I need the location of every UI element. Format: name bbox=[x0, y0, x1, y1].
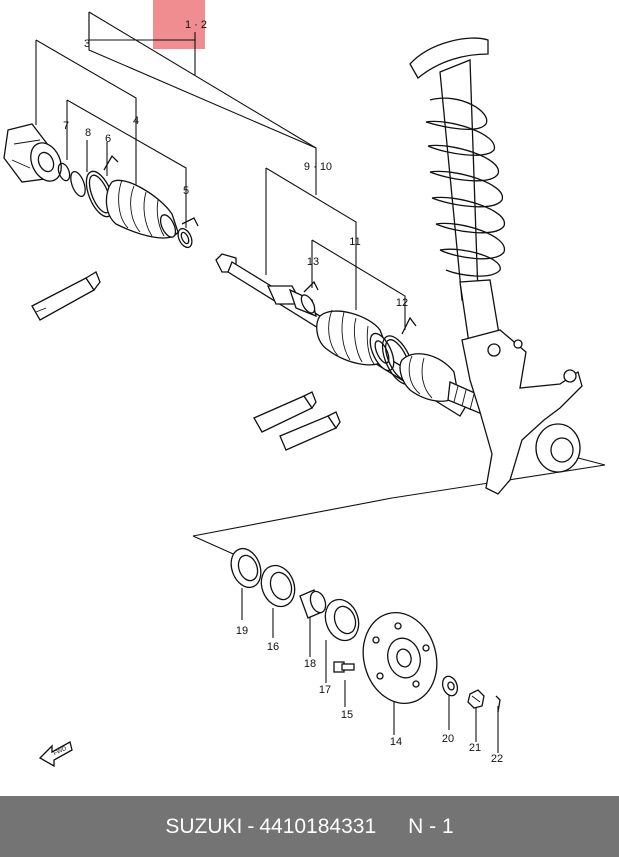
fwd-arrow-icon: FWD bbox=[38, 741, 73, 768]
wheel-bearing-17 bbox=[324, 598, 360, 642]
wheel-hub-14 bbox=[362, 611, 438, 705]
brand-name: SUZUKI bbox=[165, 814, 243, 838]
callout-3: 3 bbox=[84, 38, 90, 50]
callout-12: 12 bbox=[396, 297, 408, 309]
fwd-arrow-label: FWD bbox=[53, 746, 69, 757]
diagram-note: N - 1 bbox=[408, 814, 454, 838]
callout-13: 13 bbox=[307, 256, 319, 268]
grease-tube-left bbox=[31, 271, 101, 321]
callout-19: 19 bbox=[236, 625, 248, 637]
wheel-bearing-16 bbox=[260, 564, 296, 608]
callout-7: 7 bbox=[63, 120, 69, 132]
grease-tubes-center bbox=[253, 391, 341, 451]
part-number: 4410184331 bbox=[259, 814, 377, 838]
leader-lines bbox=[35, 11, 606, 753]
callout-20: 20 bbox=[442, 733, 454, 745]
washer-20 bbox=[441, 675, 459, 697]
callout-1-2: 1 · 2 bbox=[185, 19, 207, 31]
callout-15: 15 bbox=[341, 709, 353, 721]
callout-5: 5 bbox=[183, 185, 189, 197]
part-info-footer: SUZUKI - 4410184331 N - 1 bbox=[0, 796, 619, 857]
callout-17: 17 bbox=[319, 684, 331, 696]
callout-18: 18 bbox=[304, 658, 316, 670]
callout-8: 8 bbox=[85, 127, 91, 139]
hub-nut-21 bbox=[467, 689, 485, 709]
outer-joint-boot bbox=[105, 179, 199, 249]
footer-separator: - bbox=[247, 814, 255, 838]
callout-6: 6 bbox=[105, 133, 111, 145]
boot-clamps-small bbox=[57, 162, 86, 198]
callout-21: 21 bbox=[469, 742, 481, 754]
callout-16: 16 bbox=[267, 641, 279, 653]
callout-14: 14 bbox=[390, 736, 402, 748]
cotter-pin-22 bbox=[495, 695, 501, 713]
callout-22: 22 bbox=[491, 753, 503, 765]
callout-4: 4 bbox=[133, 115, 139, 127]
spacer-18 bbox=[299, 589, 327, 619]
oil-seal-19 bbox=[230, 547, 262, 589]
callout-11: 11 bbox=[349, 236, 360, 248]
outer-cv-joint bbox=[3, 123, 62, 183]
callout-labels: 1 · 2 3 4 5 6 7 8 9 · 10 11 13 12 19 16 … bbox=[63, 19, 503, 765]
strut-assembly bbox=[409, 37, 583, 495]
callout-9-10: 9 · 10 bbox=[304, 161, 332, 173]
highlight-marker bbox=[153, 0, 205, 49]
hub-bolt-15 bbox=[333, 661, 355, 673]
inner-joint-boot bbox=[316, 309, 395, 372]
exploded-parts-diagram: FWD 1 · 2 3 4 5 6 7 8 9 · 10 11 13 12 19… bbox=[3, 11, 606, 768]
